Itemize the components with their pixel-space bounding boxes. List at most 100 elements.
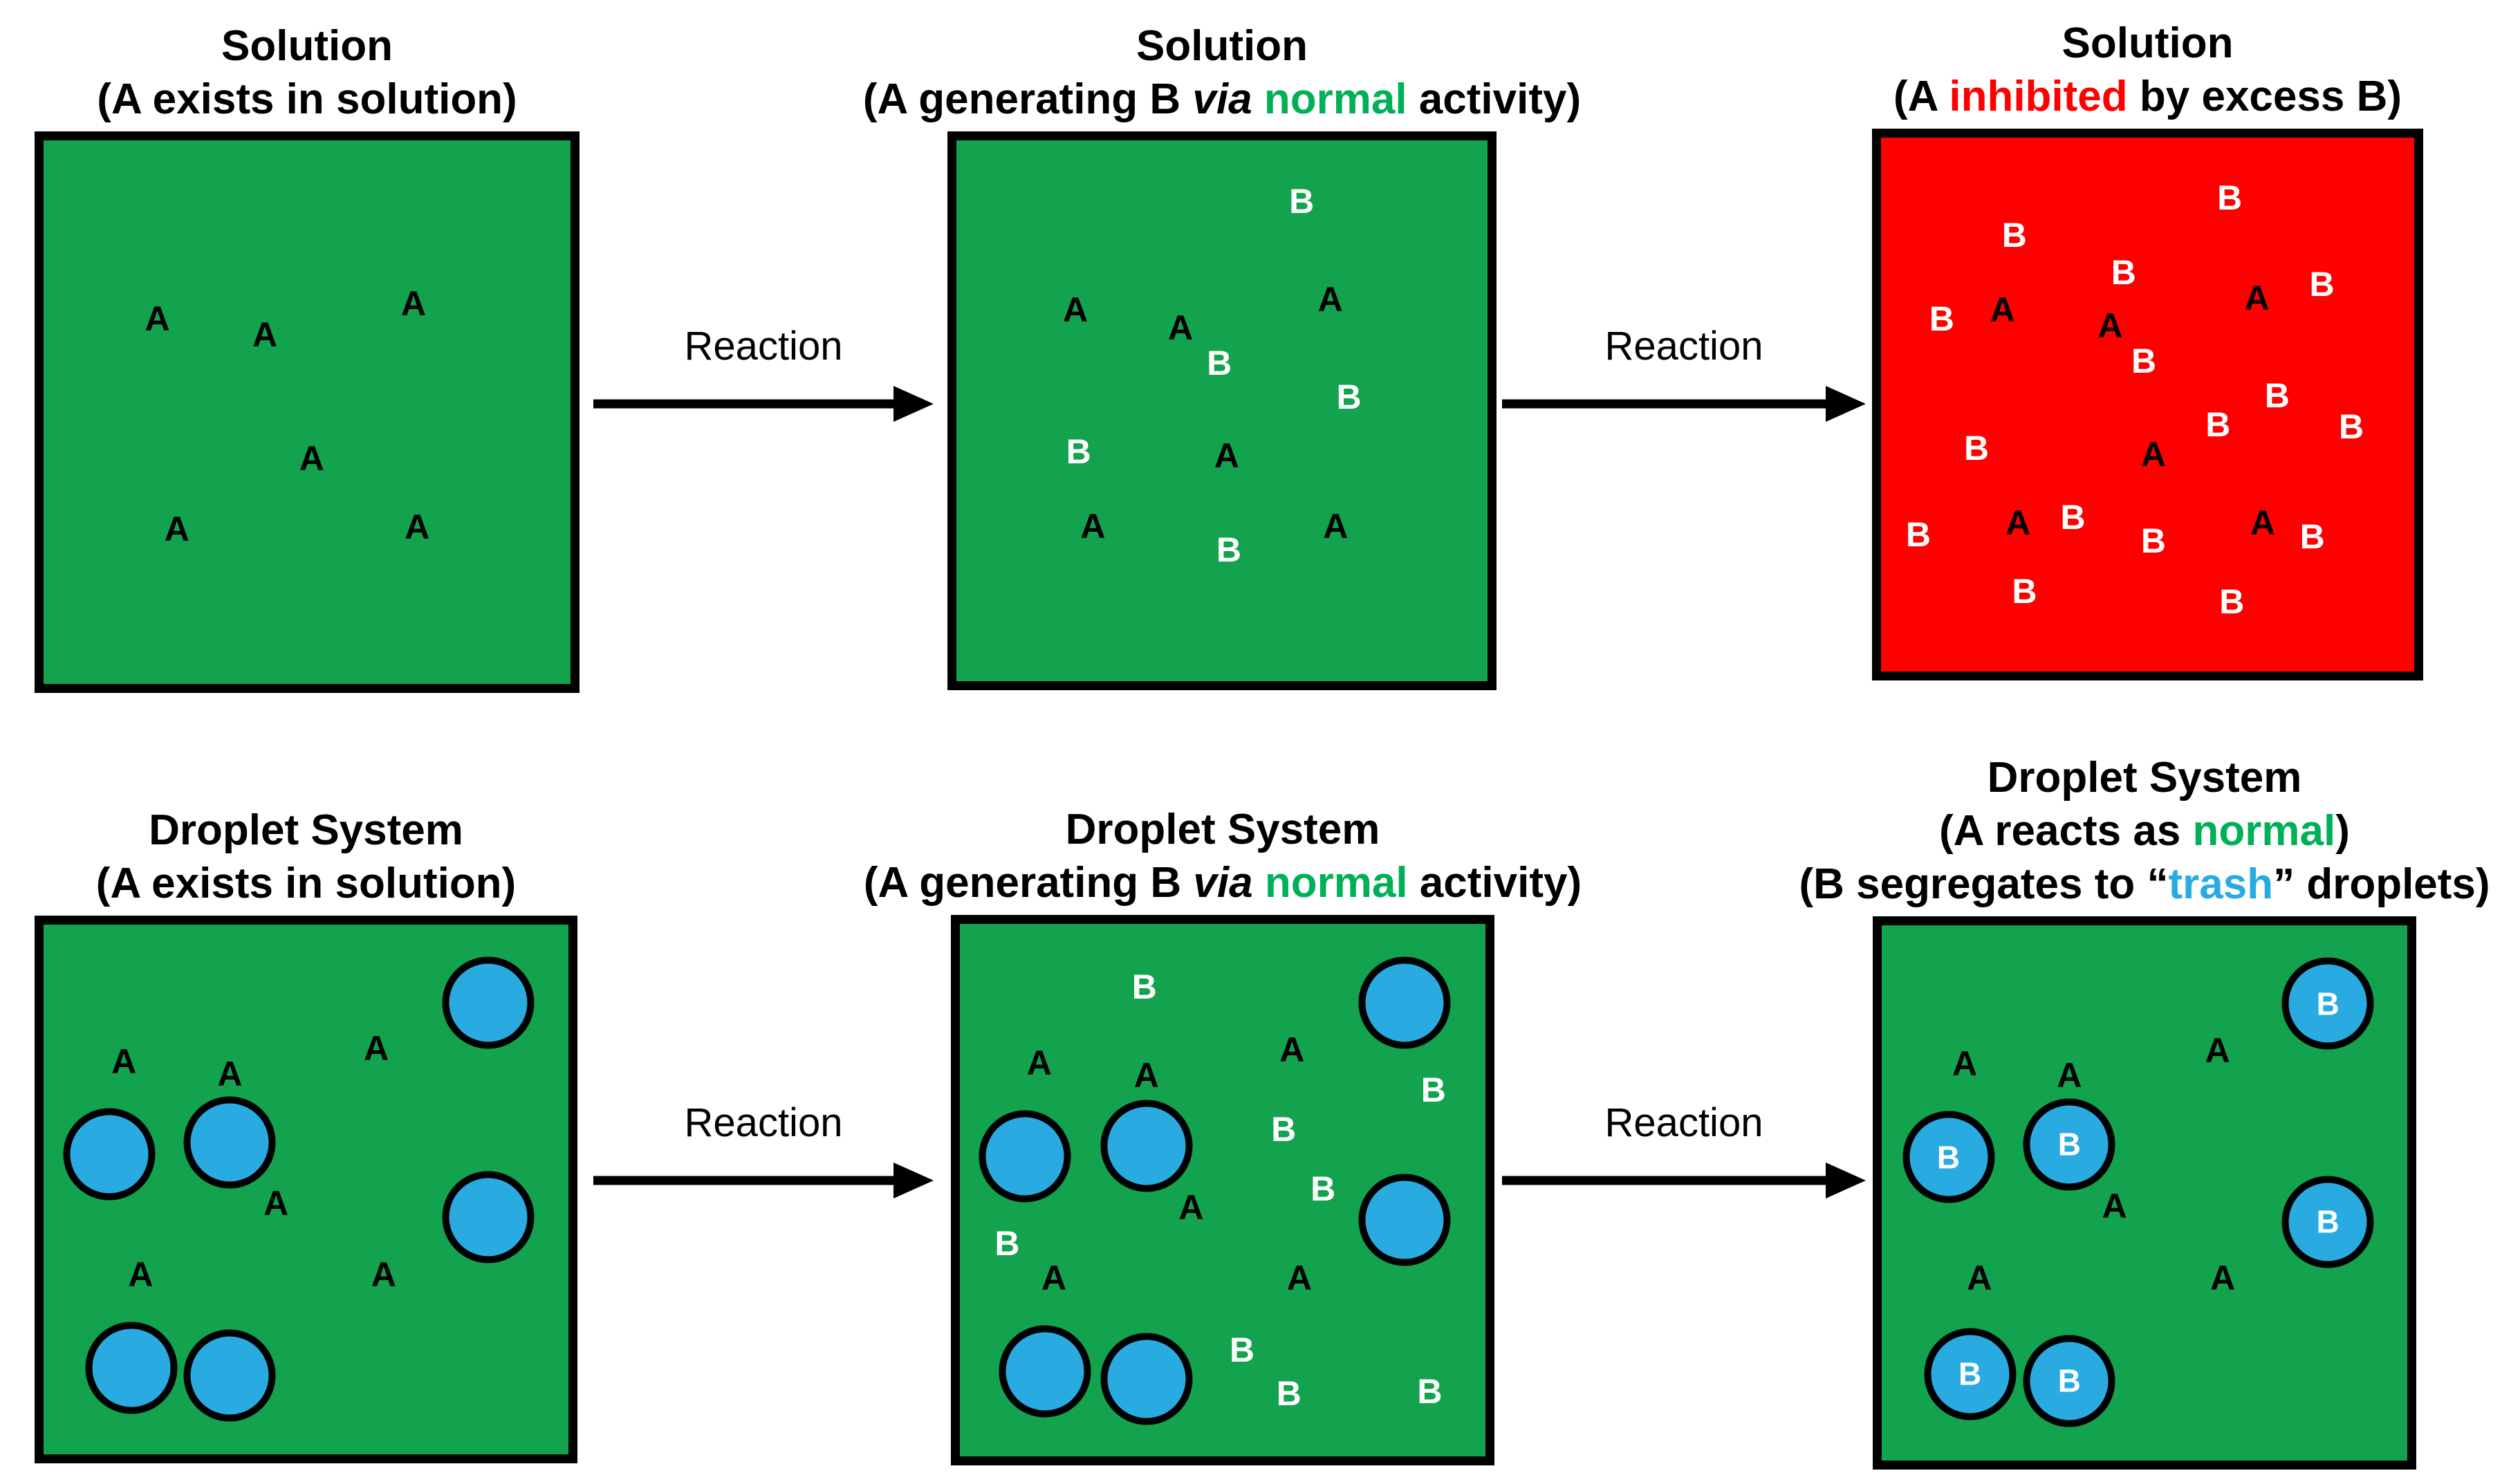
molecule-a: A xyxy=(400,284,426,323)
molecule-a: A xyxy=(2005,503,2031,543)
molecule-a: A xyxy=(1080,506,1106,546)
molecule-b: B xyxy=(1417,1372,1443,1411)
molecule-a: A xyxy=(1286,1259,1313,1298)
molecule-b: B xyxy=(2299,517,2325,556)
panel-title-line: Droplet System xyxy=(1799,751,2490,804)
droplet xyxy=(442,1171,535,1263)
panel-title-line: (A generating B via normal activity) xyxy=(863,73,1581,126)
molecule-a: A xyxy=(1279,1030,1305,1070)
reaction-label: Reaction xyxy=(1604,1100,1763,1145)
title-segment: activity) xyxy=(1407,75,1582,123)
title-segment: Droplet System xyxy=(1987,754,2302,802)
droplet: B xyxy=(1924,1328,2017,1420)
title-segment: Solution xyxy=(2062,19,2234,67)
title-segment: (A generating B xyxy=(863,859,1194,907)
panel-title: Droplet System(A generating B via normal… xyxy=(864,803,1582,909)
droplet: B xyxy=(2281,1176,2374,1268)
molecule-b: B xyxy=(1066,432,1091,472)
arrow-shaft xyxy=(1502,399,1831,409)
molecule-b: B xyxy=(1131,967,1157,1006)
panel-title-line: (A reacts as normal) xyxy=(1799,804,2490,858)
molecule-b: B xyxy=(1336,378,1362,417)
reaction-arrow-4: Reaction xyxy=(1502,1103,1866,1198)
title-segment: Droplet System xyxy=(149,806,463,854)
title-segment: via xyxy=(1192,75,1252,123)
reaction-label: Reaction xyxy=(684,1100,843,1145)
title-segment: via xyxy=(1193,859,1253,907)
title-segment: by excess B) xyxy=(2127,73,2402,120)
title-segment: ” droplets) xyxy=(2273,860,2490,908)
title-segment: (B segregates to “ xyxy=(1799,860,2169,908)
title-segment: Solution xyxy=(1136,22,1308,70)
molecule-a: A xyxy=(145,299,170,338)
molecule-a: A xyxy=(2205,1031,2230,1071)
molecule-b: B xyxy=(2131,341,2157,380)
droplet xyxy=(1358,956,1451,1049)
panel-title: Droplet System(A reacts as normal)(B seg… xyxy=(1799,751,2490,911)
title-segment: normal xyxy=(1264,859,1408,907)
reaction-arrow-3: Reaction xyxy=(593,1103,934,1198)
molecule-a: A xyxy=(1062,290,1088,329)
title-segment: inhibited xyxy=(1949,73,2128,120)
arrow-head-icon xyxy=(1826,386,1866,422)
molecule-b: B xyxy=(1271,1110,1297,1149)
panel-droplet-segregated: Droplet System(A reacts as normal)(B seg… xyxy=(1799,754,2490,1470)
title-segment: trash xyxy=(2168,860,2274,908)
molecule-a: A xyxy=(111,1041,137,1081)
droplet xyxy=(979,1110,1071,1203)
molecule-a: A xyxy=(2140,434,2167,474)
reaction-arrow-2: Reaction xyxy=(1502,326,1866,422)
molecule-a: A xyxy=(405,507,430,546)
arrow-shaft xyxy=(593,399,899,409)
molecule-a: A xyxy=(217,1055,243,1093)
arrow-head-icon xyxy=(893,1163,934,1198)
panel-title-line: Solution xyxy=(863,19,1581,73)
molecule-a: A xyxy=(2250,503,2276,543)
title-segment: (A generating B xyxy=(862,75,1193,123)
molecule-b: B xyxy=(2001,216,2027,255)
reaction-label: Reaction xyxy=(684,324,843,369)
title-segment: ) xyxy=(2335,807,2350,855)
molecule-a: A xyxy=(1952,1044,1978,1083)
molecule-a: A xyxy=(1967,1259,1992,1298)
panel-title: Solution(A inhibited by excess B) xyxy=(1893,17,2402,123)
droplet xyxy=(442,956,535,1049)
molecule-a: A xyxy=(2057,1056,2082,1095)
molecule-a: A xyxy=(1133,1056,1159,1095)
droplet xyxy=(1100,1100,1193,1192)
molecule-a: A xyxy=(263,1183,289,1223)
molecule-b: B xyxy=(2316,1203,2340,1240)
molecule-b: B xyxy=(1230,1331,1255,1369)
title-segment xyxy=(1253,859,1265,907)
molecule-b: B xyxy=(1420,1071,1446,1110)
molecule-b: B xyxy=(2309,264,2335,304)
molecule-b: B xyxy=(1276,1374,1301,1414)
title-segment: (A exists in solution) xyxy=(97,75,517,123)
molecule-a: A xyxy=(1990,290,2015,329)
molecule-a: A xyxy=(1317,279,1343,319)
panel-title-line: Droplet System xyxy=(96,804,516,857)
molecule-b: B xyxy=(2140,521,2167,560)
molecule-b: B xyxy=(2316,985,2340,1021)
droplet xyxy=(183,1329,276,1422)
reaction-label: Reaction xyxy=(1604,324,1763,369)
molecule-b: B xyxy=(1958,1355,1982,1392)
panel-title-line: Droplet System xyxy=(864,803,1582,856)
droplet xyxy=(1358,1174,1451,1266)
molecule-a: A xyxy=(371,1255,396,1295)
molecule-b: B xyxy=(1216,530,1242,569)
arrow-head-icon xyxy=(893,386,934,422)
droplet: B xyxy=(2023,1335,2115,1427)
arrow-shaft xyxy=(1502,1176,1831,1185)
molecule-b: B xyxy=(2012,572,2037,611)
droplet xyxy=(1100,1333,1193,1425)
droplet xyxy=(63,1108,156,1201)
droplet: B xyxy=(2281,957,2374,1050)
panel-title-line: (A generating B via normal activity) xyxy=(864,856,1582,909)
